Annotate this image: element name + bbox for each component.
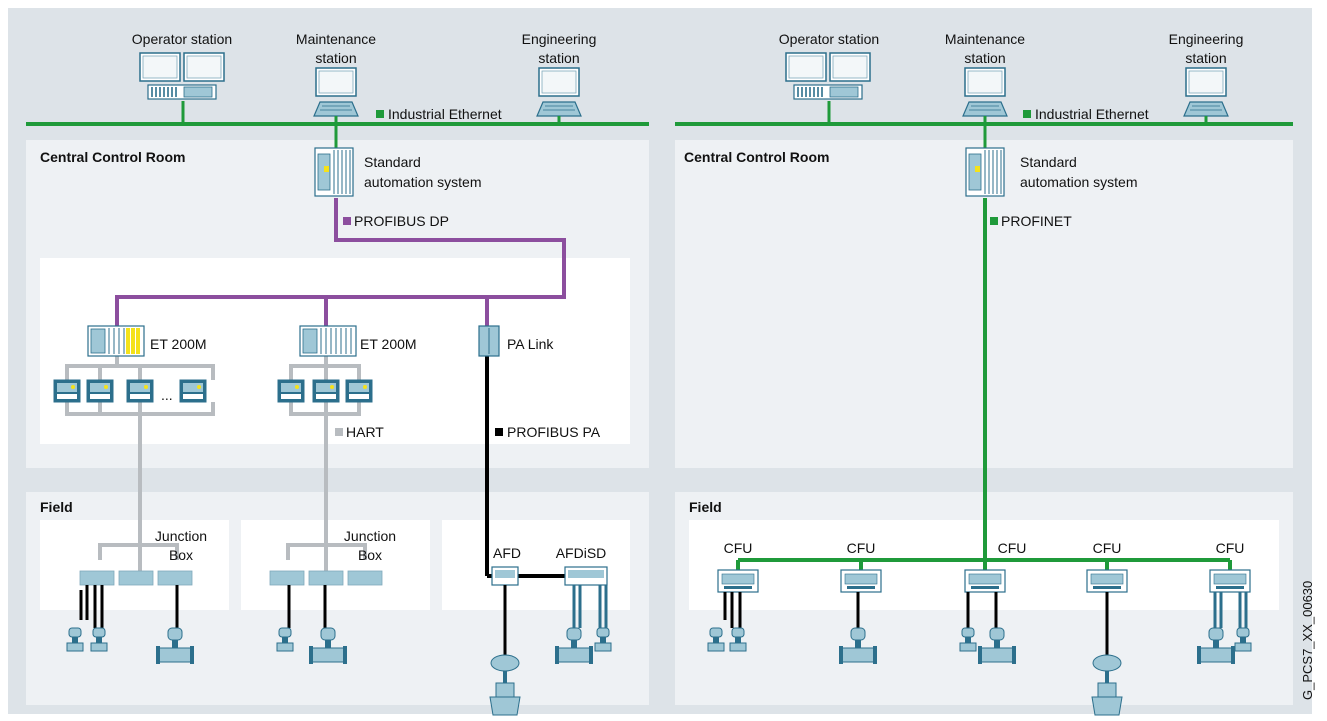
- left-junction-box-area-2: [241, 520, 430, 610]
- afd-icon: [491, 566, 519, 586]
- pa-link-label: PA Link: [507, 336, 554, 352]
- profibus-dp-line: [115, 198, 566, 326]
- hart-lines: [65, 356, 367, 576]
- cfu-label: CFU: [1216, 540, 1245, 556]
- left-maintenance-station-icon: [313, 67, 359, 117]
- right-control-room-title: Central Control Room: [684, 149, 829, 165]
- left-control-room-title: Central Control Room: [40, 149, 185, 165]
- left-automation-system-label: Standard: [364, 154, 421, 170]
- ethernet-legend-marker: [376, 110, 384, 118]
- right-automation-system-icon: [965, 147, 1005, 197]
- afd-label: AFD: [493, 545, 521, 561]
- right-field-wiring: [723, 592, 1248, 655]
- right-maintenance-station-icon: [962, 67, 1008, 117]
- et200m-1-label: ET 200M: [150, 336, 207, 352]
- right-architecture: Operator station Maintenance station Eng…: [675, 31, 1293, 716]
- left-field-title: Field: [40, 499, 73, 515]
- hart-legend-marker: [335, 428, 343, 436]
- left-ethernet-label: Industrial Ethernet: [388, 106, 502, 122]
- right-ethernet-label: Industrial Ethernet: [1035, 106, 1149, 122]
- right-field-title: Field: [689, 499, 722, 515]
- left-maintenance-station-label: station: [315, 50, 356, 66]
- profibus-pa-legend-marker: [495, 428, 503, 436]
- pa-link-icon: [478, 325, 500, 357]
- afdisd-label: AFDiSD: [556, 545, 607, 561]
- left-automation-system-icon: [314, 147, 354, 197]
- profinet-legend-marker: [990, 217, 998, 225]
- right-engineering-station-label: station: [1185, 50, 1226, 66]
- left-junction-box-area-1: [40, 520, 229, 610]
- cfu-label: CFU: [724, 540, 753, 556]
- profibus-pa-label: PROFIBUS PA: [507, 424, 601, 440]
- profibus-dp-label: PROFIBUS DP: [354, 213, 449, 229]
- profibus-dp-legend-marker: [343, 217, 351, 225]
- io-ellipsis: ...: [161, 387, 173, 403]
- left-architecture: Operator station Maintenance station Eng…: [26, 31, 649, 716]
- et200m-1-icon: [87, 325, 145, 357]
- left-operator-station-label: Operator station: [132, 31, 232, 47]
- right-maintenance-station-label: Maintenance: [945, 31, 1025, 47]
- afdisd-icon: [564, 566, 608, 586]
- profinet-label: PROFINET: [1001, 213, 1072, 229]
- et200m-2-label: ET 200M: [360, 336, 417, 352]
- right-engineering-station-label: Engineering: [1169, 31, 1244, 47]
- right-automation-system-label: automation system: [1020, 174, 1138, 190]
- et200m-2-icon: [299, 325, 357, 357]
- right-ethernet-legend-marker: [1023, 110, 1031, 118]
- right-operator-station-label: Operator station: [779, 31, 879, 47]
- junction-box-2-label: Junction: [344, 528, 396, 544]
- cfu-label: CFU: [998, 540, 1027, 556]
- junction-box-1-label: Box: [169, 547, 193, 563]
- left-engineering-station-icon: [536, 67, 582, 117]
- cfu-label: CFU: [1093, 540, 1122, 556]
- left-maintenance-station-label: Maintenance: [296, 31, 376, 47]
- left-engineering-station-label: Engineering: [522, 31, 597, 47]
- left-engineering-station-label: station: [538, 50, 579, 66]
- field-wiring: [79, 585, 608, 655]
- right-engineering-station-icon: [1183, 67, 1229, 117]
- cfu-label: CFU: [847, 540, 876, 556]
- left-afd-area: [442, 520, 630, 610]
- right-automation-system-label: Standard: [1020, 154, 1077, 170]
- profinet-drops: [736, 560, 1232, 570]
- junction-box-1-label: Junction: [155, 528, 207, 544]
- figure-id: G_PCS7_XX_00630: [1300, 581, 1315, 700]
- left-automation-system-label: automation system: [364, 174, 482, 190]
- right-maintenance-station-label: station: [964, 50, 1005, 66]
- hart-label: HART: [346, 424, 384, 440]
- junction-box-2-label: Box: [358, 547, 382, 563]
